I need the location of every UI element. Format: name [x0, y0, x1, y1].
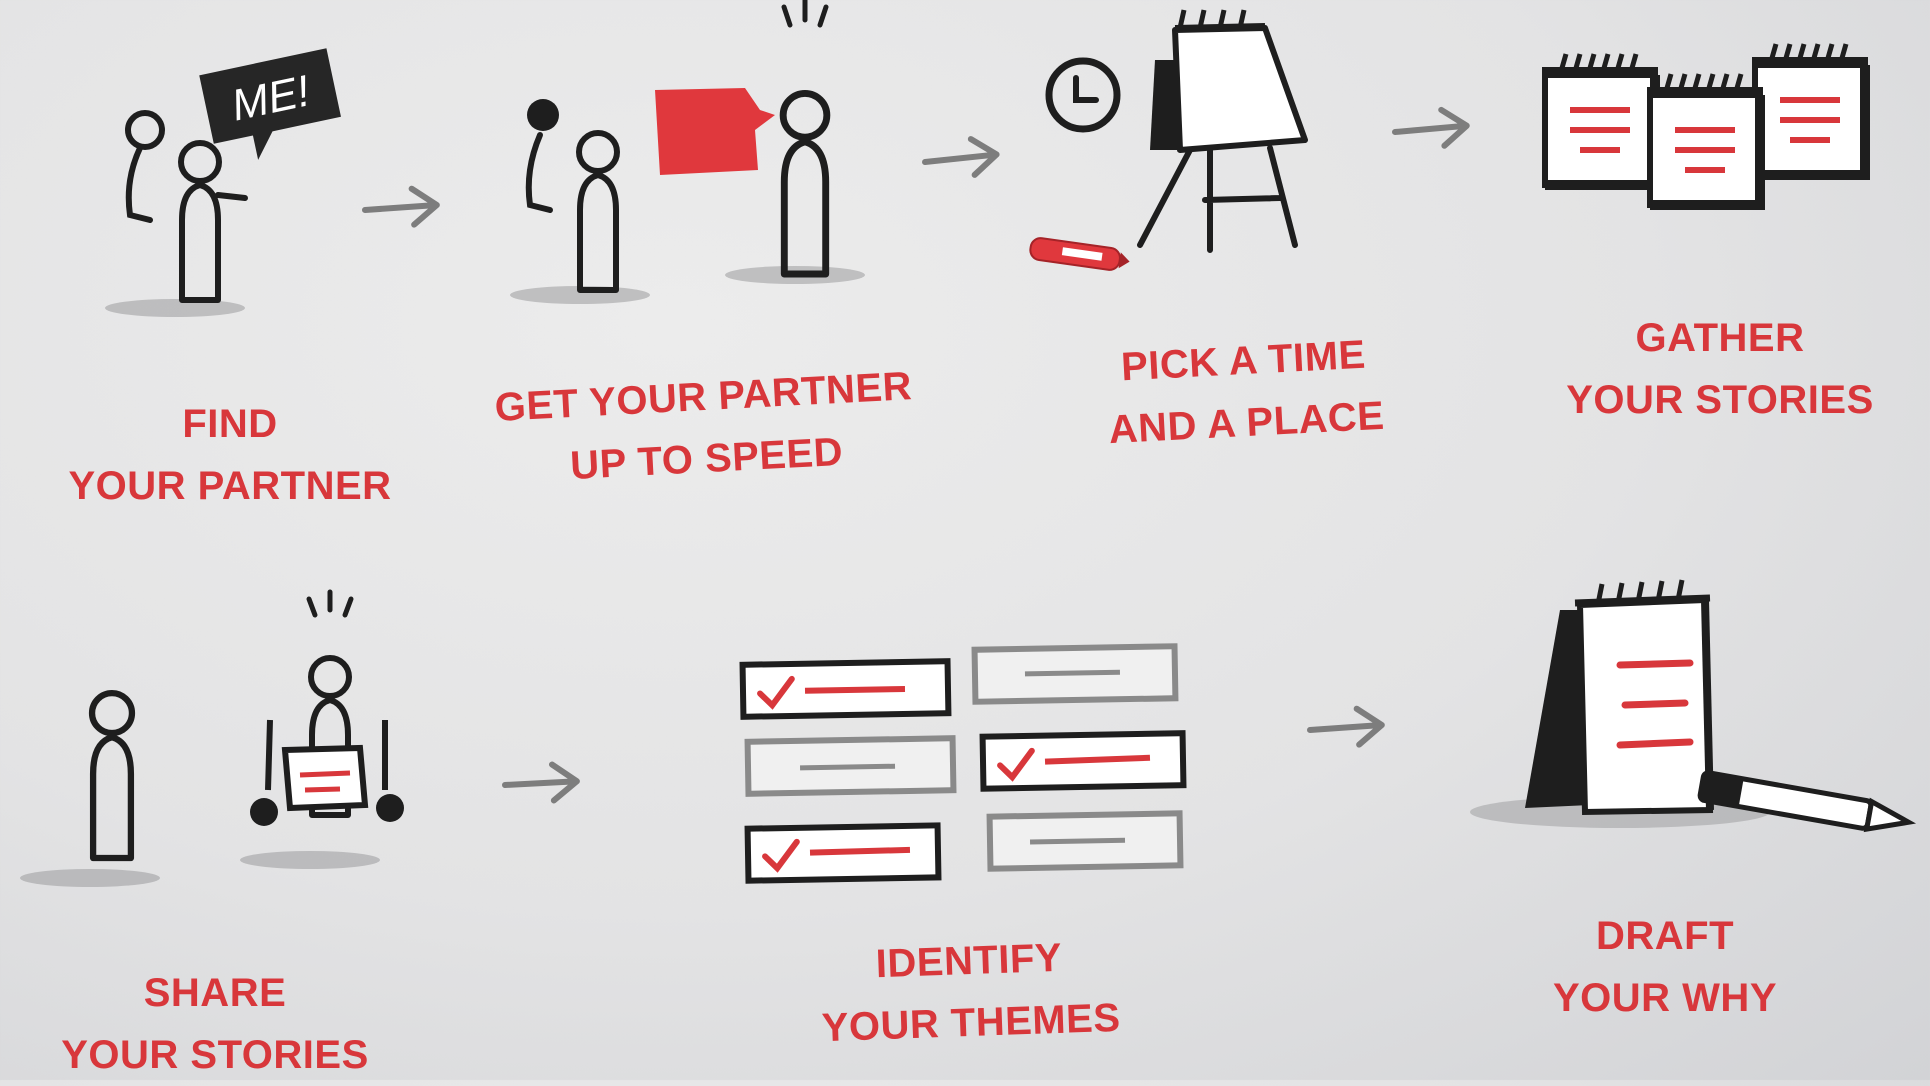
step-label-gather-your-stories: GATHER YOUR STORIES	[1530, 307, 1910, 431]
arrow-right-icon	[923, 137, 998, 180]
notepad-stack-icon	[1542, 44, 1868, 205]
step-label-line: DRAFT	[1595, 914, 1735, 958]
step-label-identify-your-themes: IDENTIFY YOUR THEMES	[788, 924, 1152, 1060]
person-pair-icon	[510, 0, 865, 304]
step-label-line: YOUR PARTNER	[68, 464, 392, 508]
person-pair-icon	[20, 589, 380, 887]
marker-icon	[1029, 237, 1130, 271]
step-label-find-your-partner: FIND YOUR PARTNER	[50, 393, 410, 517]
flipchart-icon	[1137, 9, 1308, 253]
clipboard-icon	[250, 719, 404, 826]
arrow-right-icon	[1393, 108, 1468, 150]
step-label-line: YOUR WHY	[1553, 976, 1777, 1020]
arrow-right-icon	[364, 187, 438, 228]
step-label-line: SHARE	[143, 971, 287, 1015]
checklist-icon	[739, 643, 1187, 884]
step-label-share-your-stories: SHARE YOUR STORIES	[40, 962, 390, 1086]
step-label-line: YOUR THEMES	[820, 995, 1122, 1051]
step-label-get-partner-up-to-speed: GET YOUR PARTNER UP TO SPEED	[467, 354, 943, 502]
arrow-right-icon	[1309, 707, 1383, 748]
person-pair-icon	[105, 110, 248, 317]
step-label-draft-your-why: DRAFT YOUR WHY	[1500, 905, 1830, 1029]
step-label-pick-a-time-and-place: PICK A TIME AND A PLACE	[1047, 320, 1443, 464]
arrow-right-icon	[504, 763, 578, 803]
step-label-line: YOUR STORIES	[1566, 378, 1874, 422]
step-label-line: YOUR STORIES	[61, 1033, 369, 1077]
clock-icon	[1045, 57, 1121, 133]
speech-bubble-icon: ME!	[199, 48, 341, 160]
step-label-line: FIND	[182, 402, 278, 446]
notepad-pen-icon	[1470, 579, 1917, 833]
speech-bubble-icon	[655, 88, 775, 175]
step-label-line: GATHER	[1635, 316, 1805, 360]
